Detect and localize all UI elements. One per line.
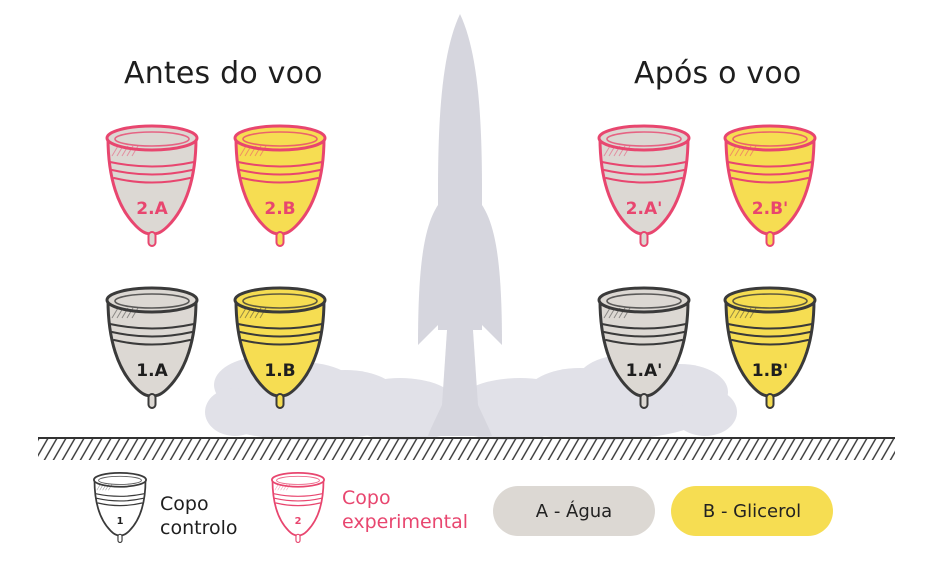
water-legend-label: A - Água — [535, 500, 613, 522]
cup-before-2a: 2.A — [105, 124, 199, 247]
after-flight-heading: Após o voo — [634, 56, 802, 91]
cup-before-2b: 2.B — [233, 124, 327, 247]
cup-label: 2.B — [264, 199, 295, 219]
glycerol-legend-badge: B - Glicerol — [671, 486, 833, 536]
cup-label: 1.B' — [752, 361, 788, 381]
hatched-ground-icon — [38, 437, 895, 460]
experimental-cup-legend-label: Copo experimental — [342, 486, 468, 534]
cup-label: 2 — [295, 516, 302, 527]
cup-label: 2.B' — [752, 199, 788, 219]
rocket-icon — [418, 14, 502, 436]
cup-before-1b: 1.B — [233, 286, 327, 409]
cup-after-2b: 2.B' — [723, 124, 817, 247]
cup-label: 1 — [117, 516, 124, 527]
glycerol-legend-label: B - Glicerol — [702, 500, 802, 522]
before-flight-heading: Antes do voo — [124, 56, 323, 91]
cup-label: 1.A — [136, 361, 168, 381]
experimental-cup-label-line2: experimental — [342, 511, 469, 533]
control-cup-legend-icon: 1 — [93, 471, 147, 544]
control-cup-label-line2: controlo — [160, 517, 238, 539]
water-legend-badge: A - Água — [493, 486, 655, 536]
cup-after-1a: 1.A' — [597, 286, 691, 409]
experimental-cup-label-line1: Copo — [342, 487, 391, 509]
cup-label: 2.A — [136, 199, 168, 219]
experimental-cup-legend-icon: 2 — [271, 471, 325, 544]
cup-label: 1.B — [264, 361, 295, 381]
cup-before-1a: 1.A — [105, 286, 199, 409]
control-cup-label-line1: Copo — [160, 493, 209, 515]
cup-after-2a: 2.A' — [597, 124, 691, 247]
cup-after-1b: 1.B' — [723, 286, 817, 409]
control-cup-legend-label: Copo controlo — [160, 492, 237, 540]
cup-label: 2.A' — [626, 199, 663, 219]
cup-label: 1.A' — [626, 361, 663, 381]
